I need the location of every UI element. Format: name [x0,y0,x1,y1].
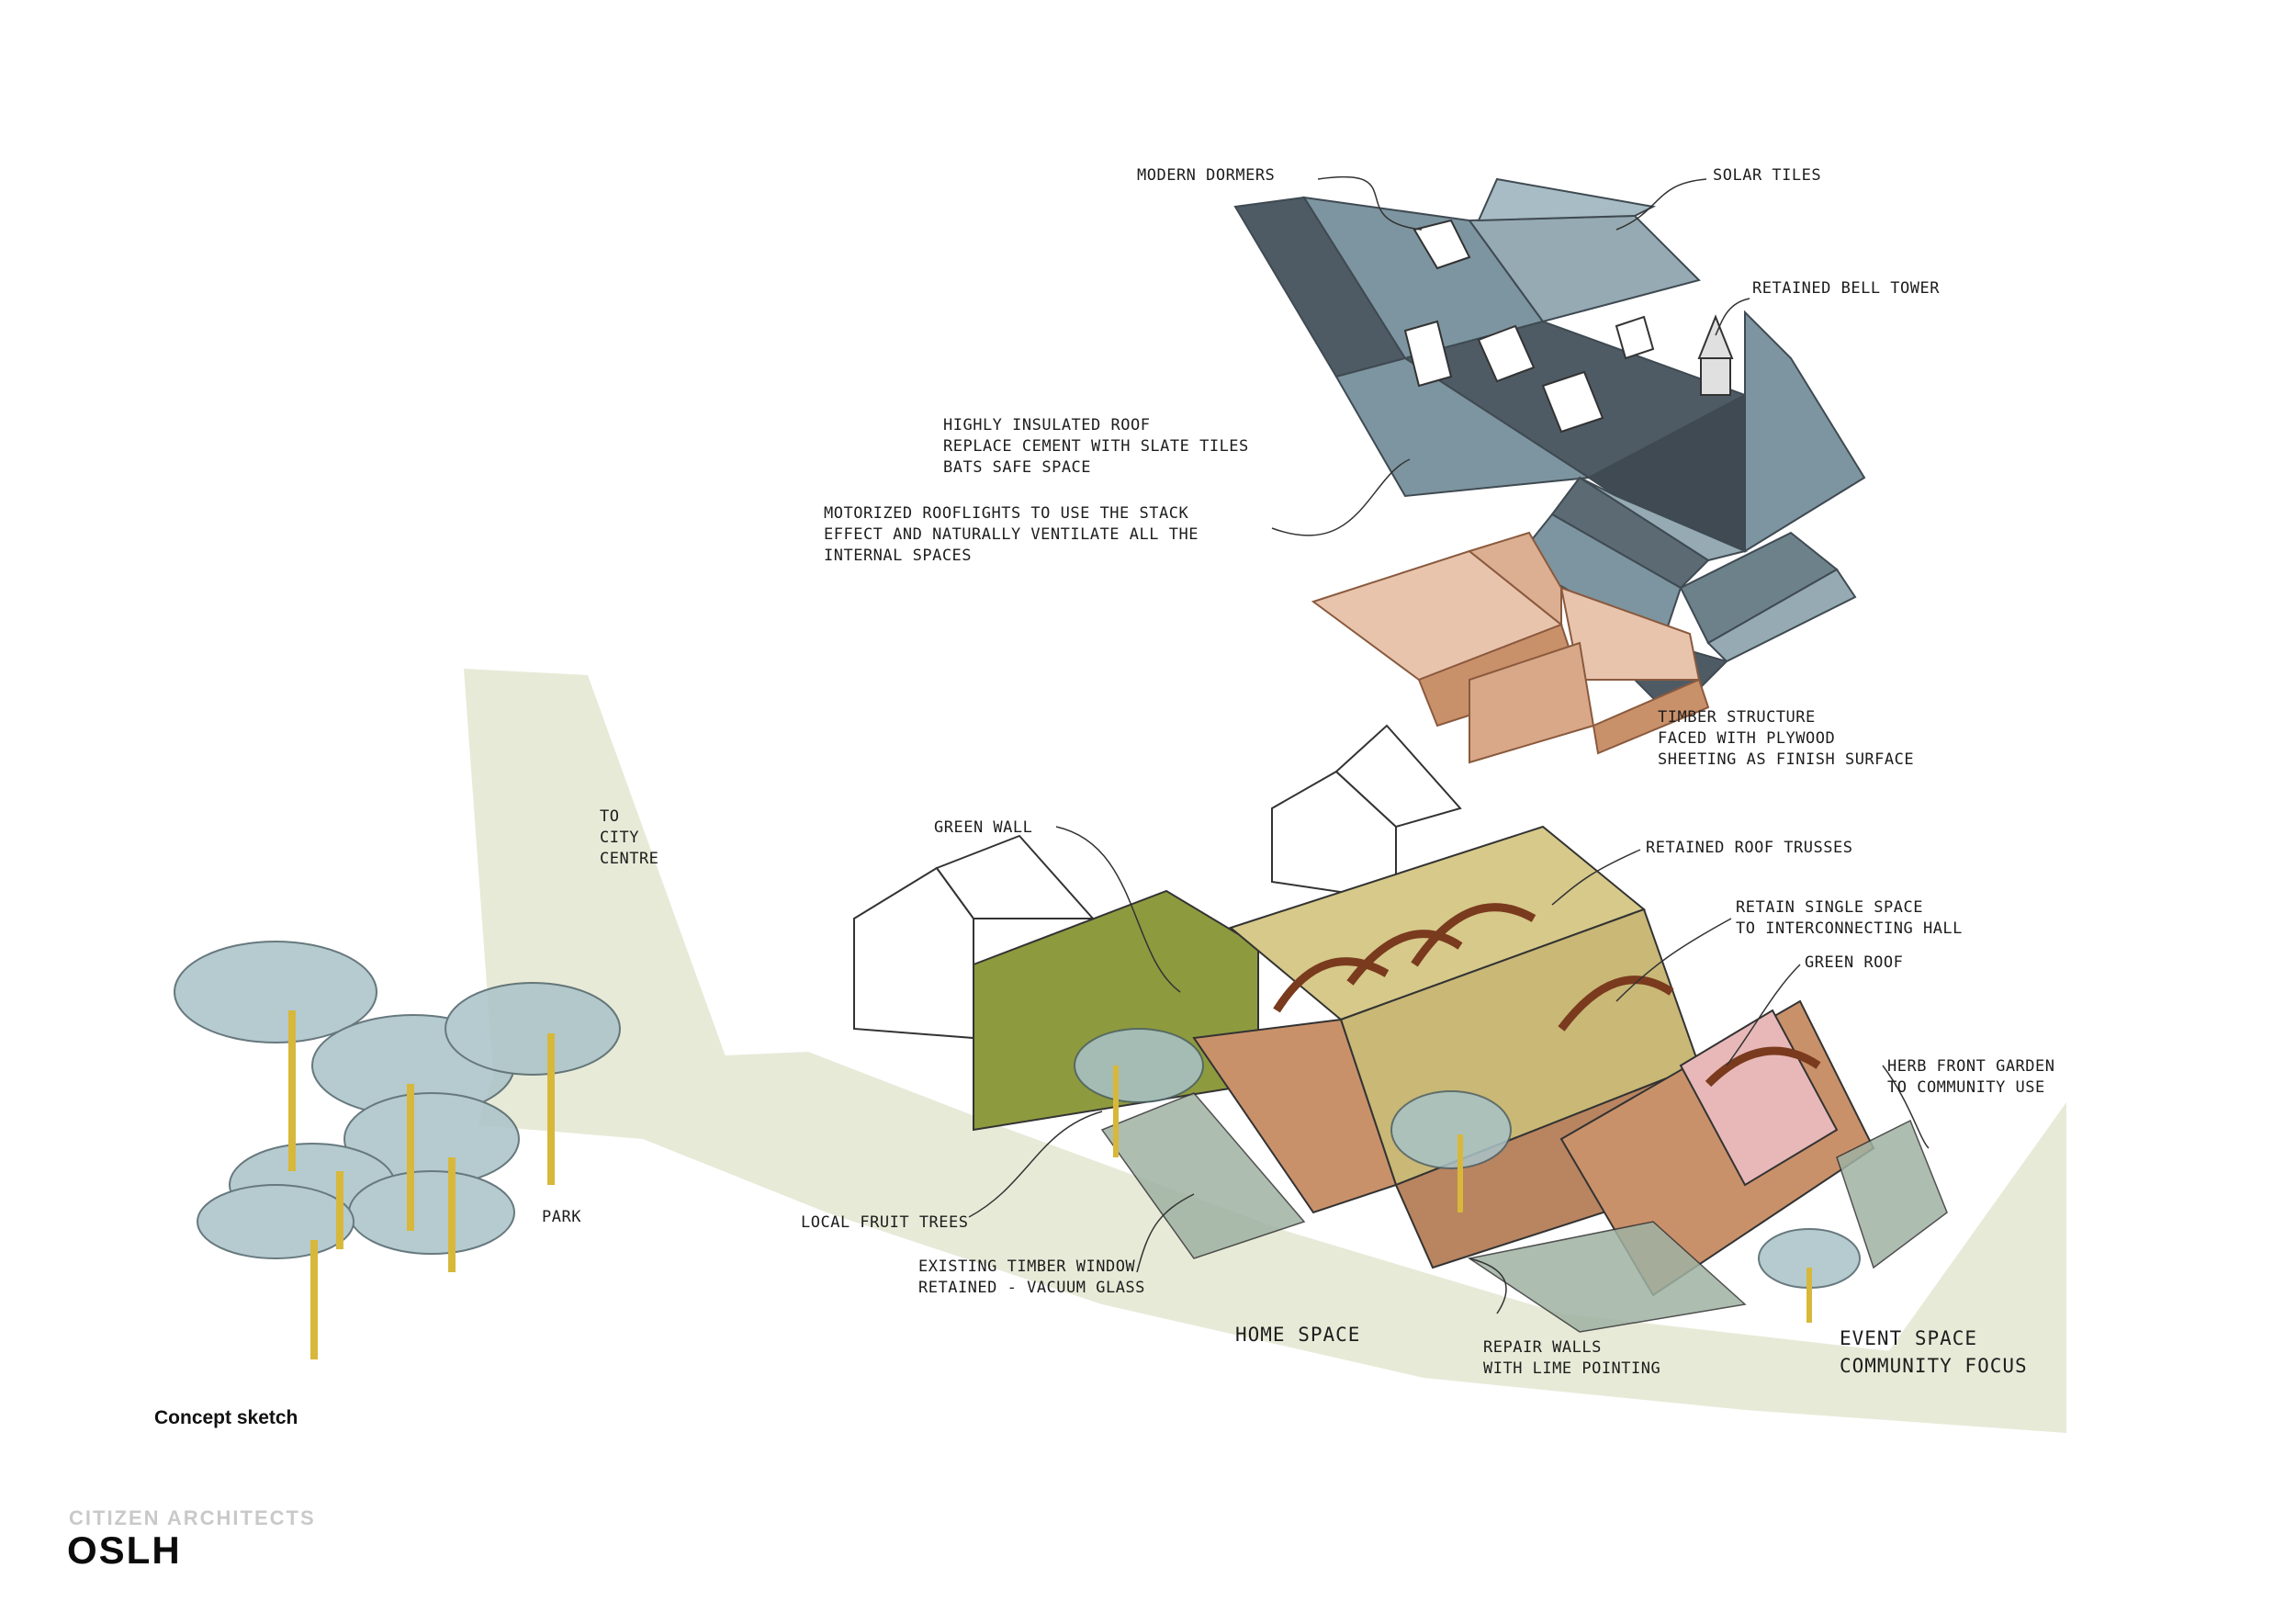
caption: Concept sketch [154,1407,298,1428]
site-trees [1074,1028,1861,1289]
timber-structure [1311,531,1710,764]
firm-name: CITIZEN ARCHITECTS [69,1506,316,1529]
label-timber-window: EXISTING TIMBER WINDOW RETAINED - VACUUM… [918,1257,1145,1297]
label-rooflights: MOTORIZED ROOFLIGHTS TO USE THE STACK EF… [824,504,1199,565]
label-solar-tiles: SOLAR TILES [1713,166,1822,185]
tree-trunks [288,1010,555,1359]
label-modern-dormers: MODERN DORMERS [1137,166,1276,185]
label-to-city-centre: TO CITY CENTRE [600,807,659,868]
leader-lines [968,175,1930,1314]
label-single-space: RETAIN SINGLE SPACE TO INTERCONNECTING H… [1736,898,1963,938]
label-insulated-roof: HIGHLY INSULATED ROOF REPLACE CEMENT WIT… [943,416,1249,477]
label-herb-garden: HERB FRONT GARDEN TO COMMUNITY USE [1887,1057,2055,1097]
roof-trusses [1273,903,1821,1088]
dormers [1403,219,1655,434]
label-green-wall: GREEN WALL [934,818,1033,837]
label-park: PARK [542,1208,581,1226]
ground [1100,1092,1948,1333]
label-fruit-trees: LOCAL FRUIT TREES [801,1213,969,1232]
label-bell-tower: RETAINED BELL TOWER [1752,279,1940,298]
neighbour-buildings [853,724,1462,1040]
label-roof-trusses: RETAINED ROOF TRUSSES [1646,839,1853,857]
project-title: OSLH [67,1528,182,1572]
label-green-roof: GREEN ROOF [1805,953,1904,972]
label-home-space: HOME SPACE [1235,1324,1361,1346]
label-repair-walls: REPAIR WALLS WITH LIME POINTING [1483,1338,1661,1378]
label-timber-structure: TIMBER STRUCTURE FACED WITH PLYWOOD SHEE… [1658,708,1915,769]
label-event-space: EVENT SPACE COMMUNITY FOCUS [1840,1327,2028,1377]
site-tree-trunks [1113,1066,1812,1323]
bell-tower [1697,314,1734,396]
